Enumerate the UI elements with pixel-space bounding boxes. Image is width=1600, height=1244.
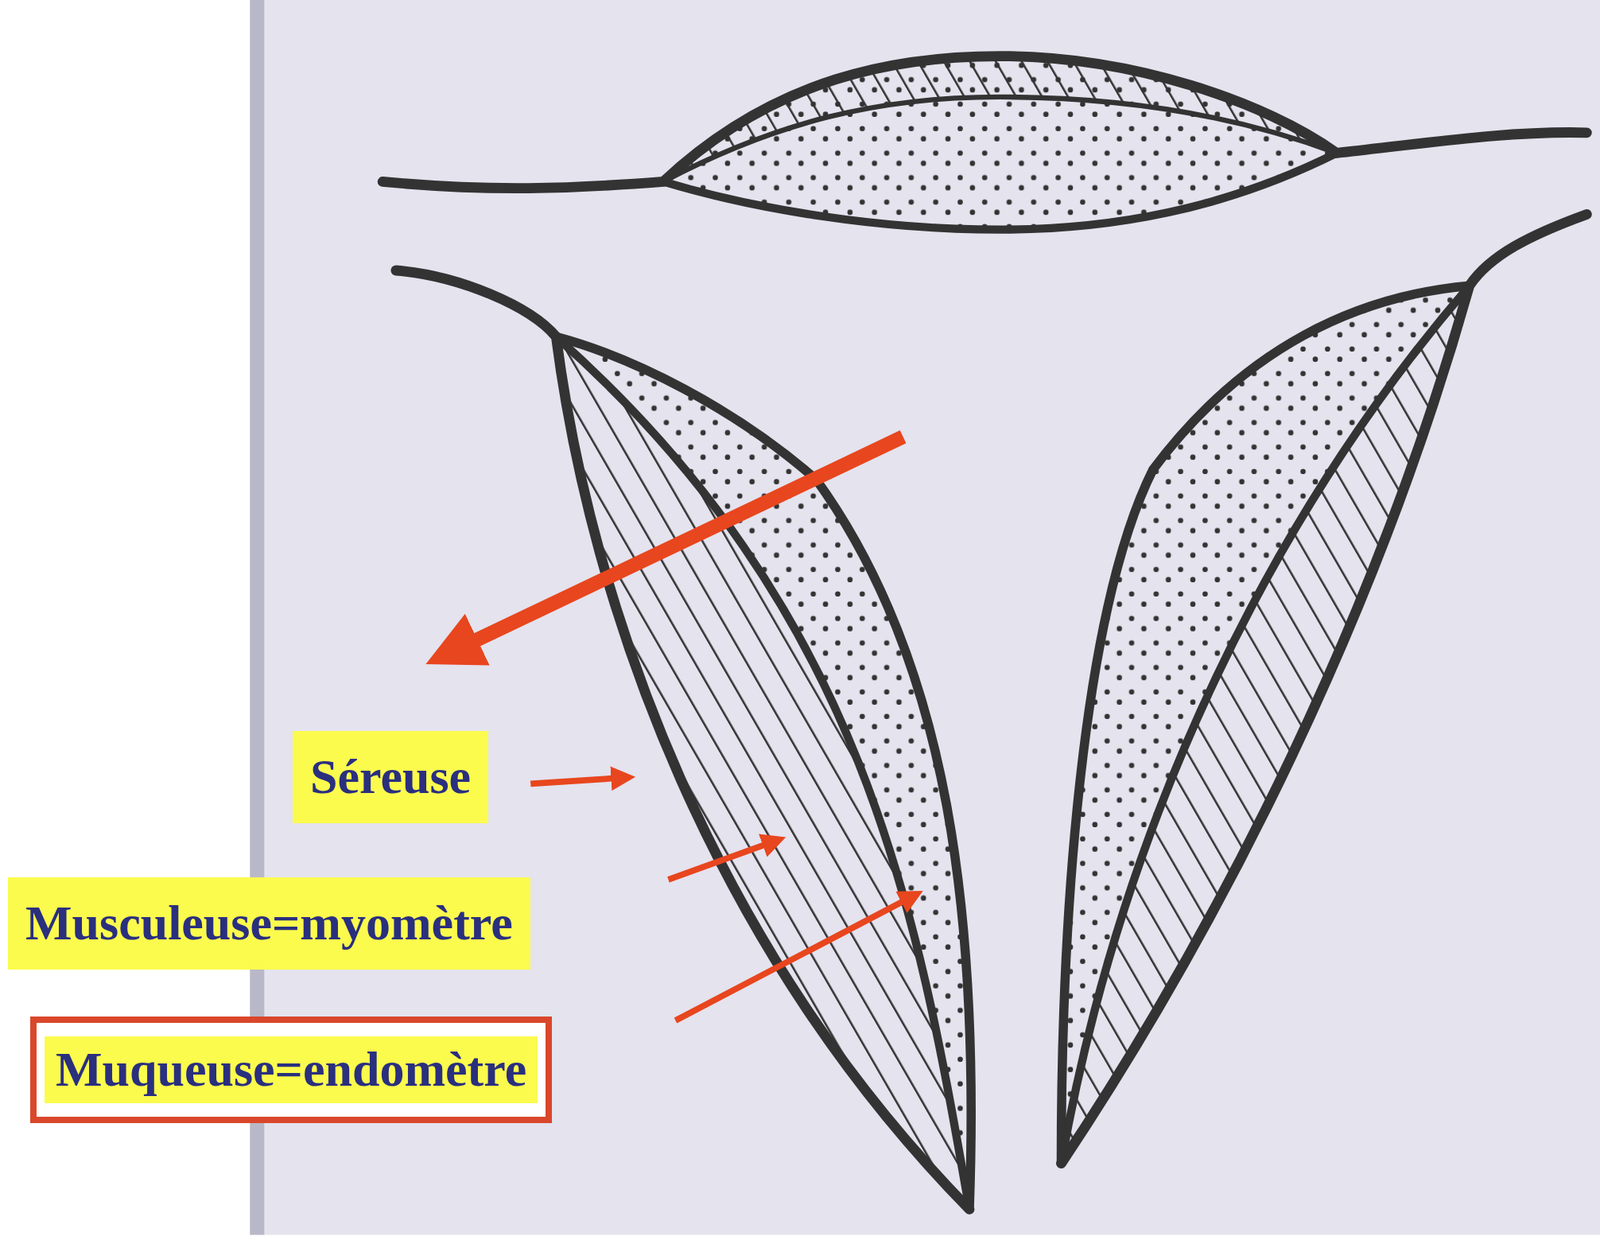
right-myometrium — [1060, 285, 1469, 1163]
label-box: Musculeuse=myomètre — [7, 877, 531, 970]
highlighted-label-box: Muqueuse=endomètre — [30, 1016, 552, 1123]
label-text: Muqueuse=endomètre — [44, 1036, 538, 1103]
left-wall-inner — [555, 336, 971, 1209]
right-serosa — [1060, 213, 1587, 1163]
right-wall-inner — [1060, 285, 1469, 1163]
fundus-outline — [663, 152, 1337, 230]
leader-arrow — [667, 840, 776, 880]
pointer-arrow — [449, 436, 904, 653]
left-layer-line — [555, 336, 970, 1209]
left-endometrium — [555, 336, 971, 1209]
label-box: Séreuse — [292, 730, 489, 824]
right-layer-line — [1060, 285, 1469, 1163]
fundus-mucosa — [663, 56, 1337, 230]
leader-arrow — [675, 895, 913, 1021]
fundus-muscle — [663, 56, 1337, 183]
label-text: Séreuse — [310, 748, 471, 805]
fundus-outline — [382, 56, 1587, 189]
leader-arrow — [530, 777, 625, 785]
fundus-layer-line — [663, 97, 1337, 182]
right-endometrium — [1060, 285, 1469, 1163]
label-text: Musculeuse=myomètre — [25, 894, 513, 952]
